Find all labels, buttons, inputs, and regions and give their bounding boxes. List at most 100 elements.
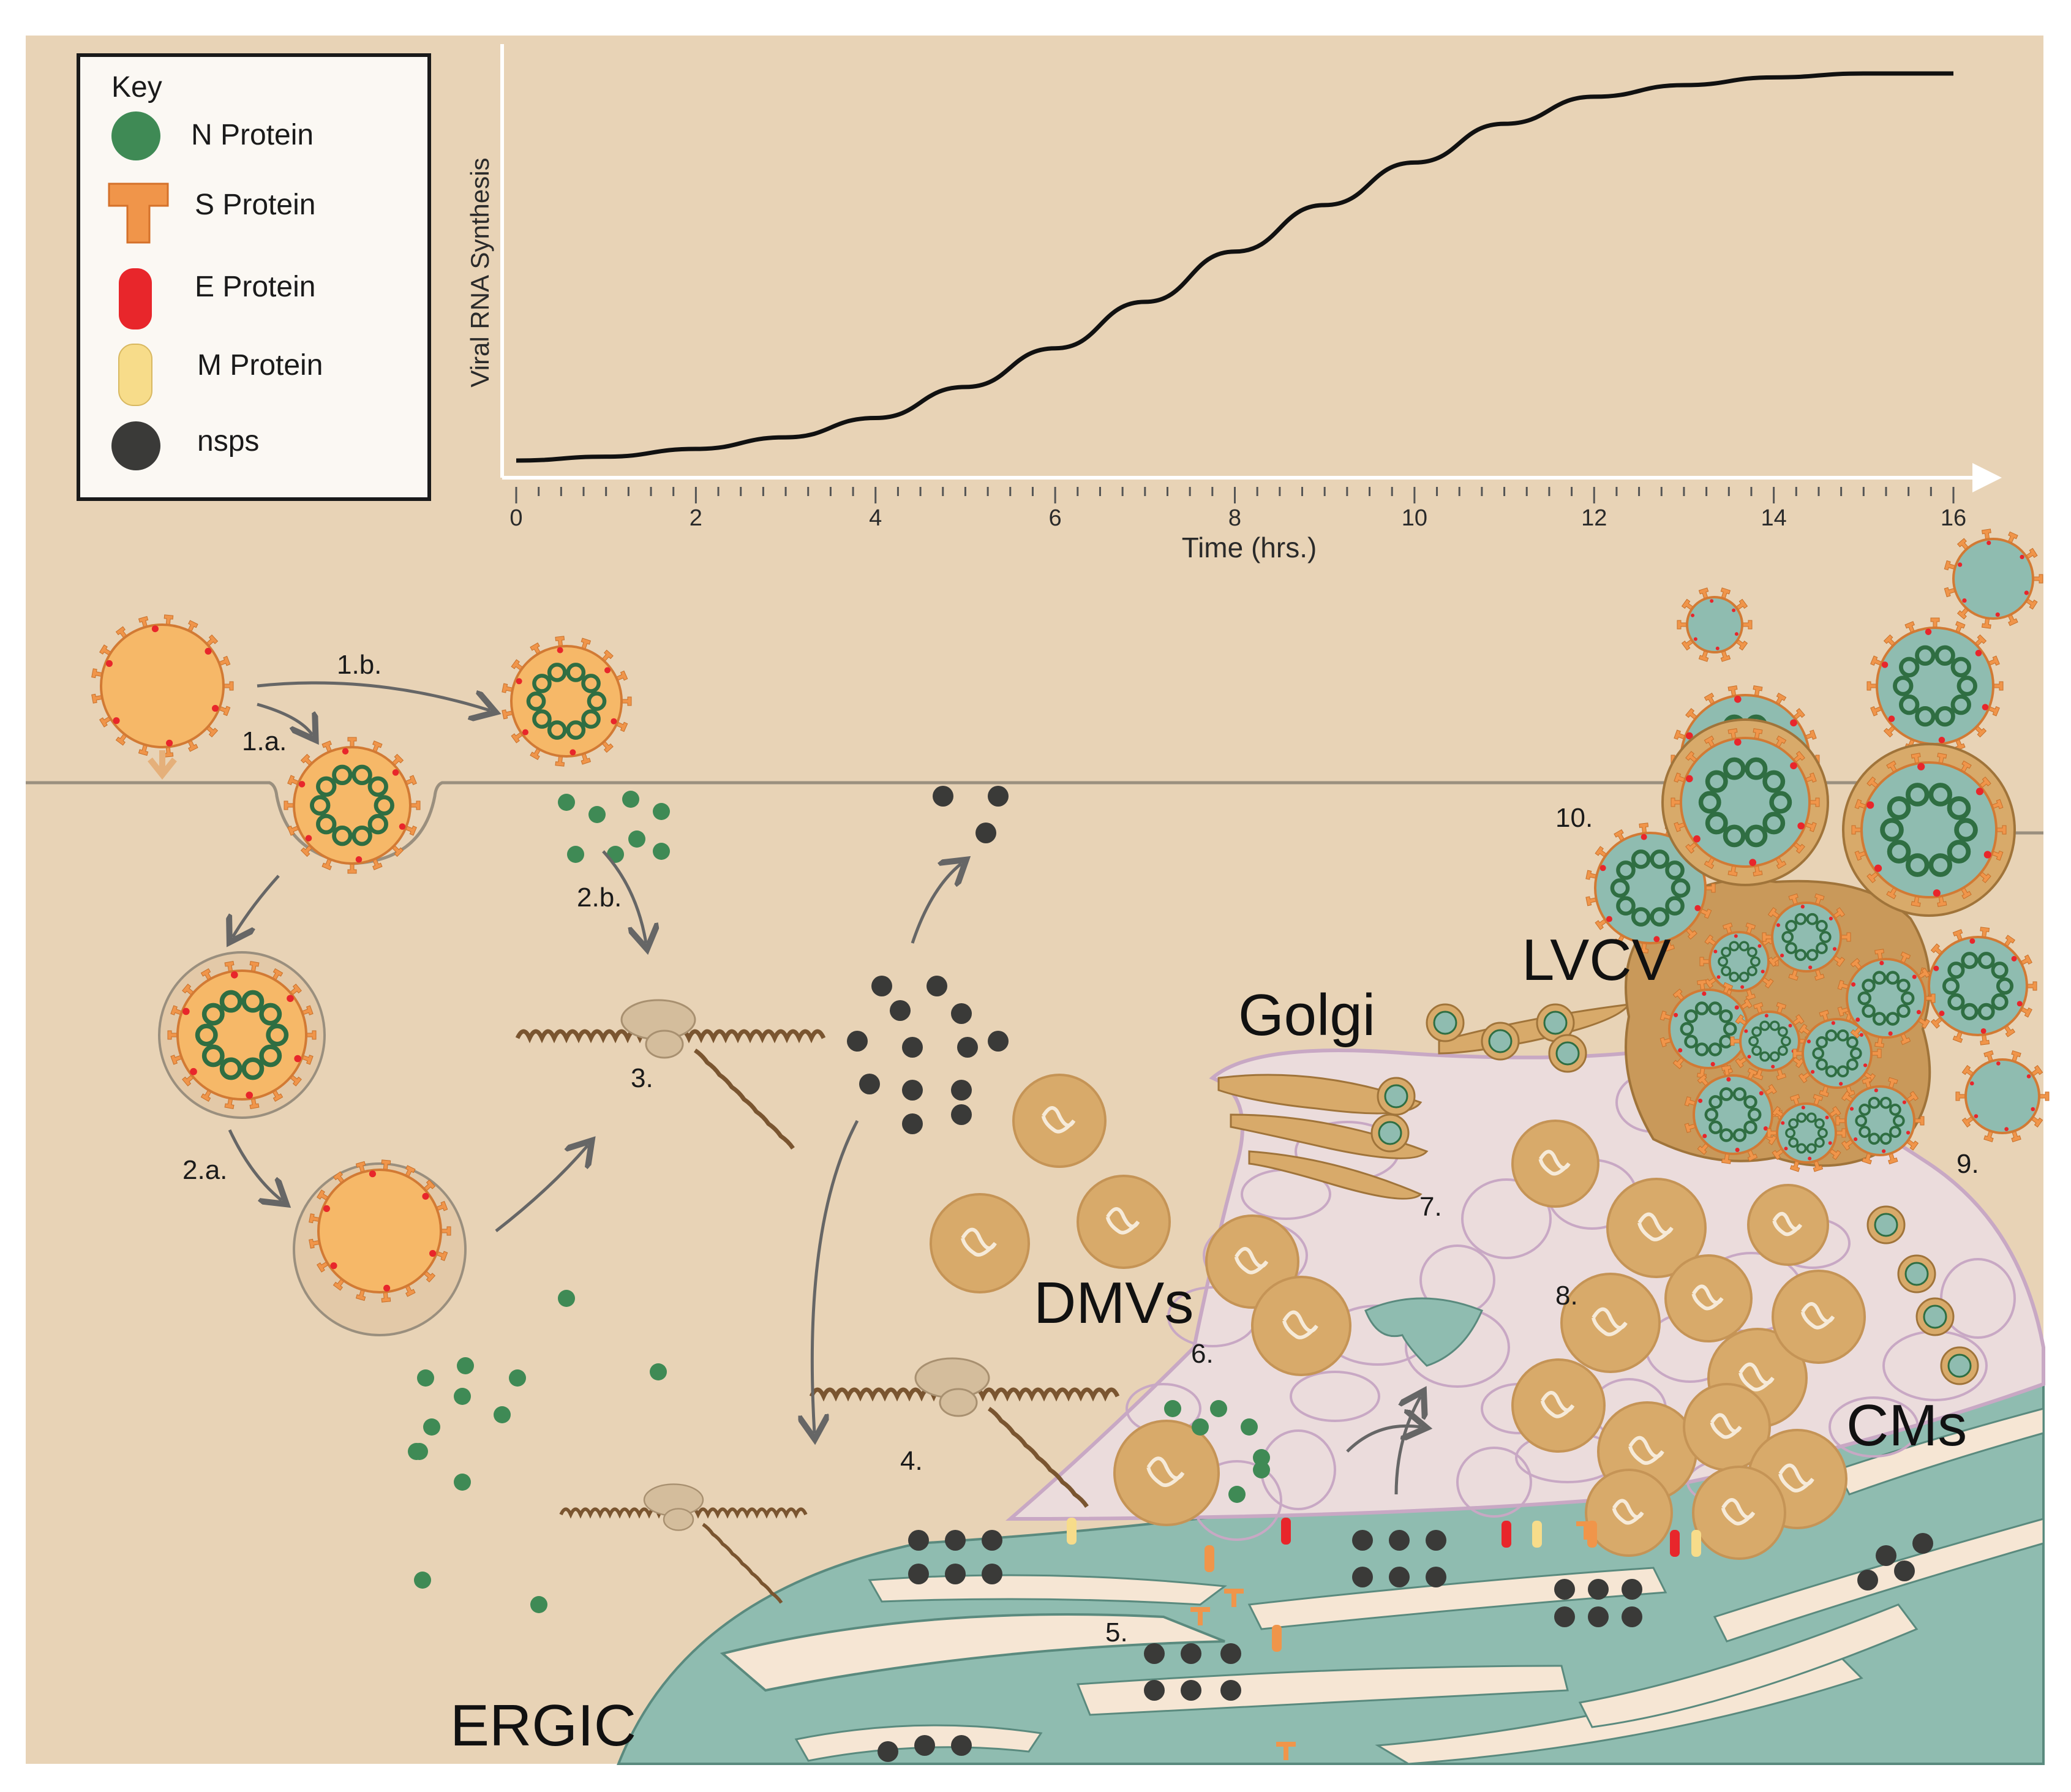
e-protein-dot xyxy=(1863,1063,1868,1067)
e-protein-dot xyxy=(205,647,212,655)
n-protein-rna-coil xyxy=(1785,920,1797,932)
virion xyxy=(1767,1094,1846,1172)
e-protein-dot xyxy=(611,718,617,725)
n-protein-rna-coil xyxy=(332,764,353,786)
nsps-particle xyxy=(951,1104,972,1125)
n-protein-rna-coil xyxy=(1762,811,1786,835)
n-protein-rna-coil xyxy=(1723,824,1746,848)
n-protein-rna-coil xyxy=(316,814,337,835)
label-lvcv: LVCV xyxy=(1522,927,1671,993)
membrane-protein xyxy=(1670,1530,1680,1557)
n-protein-rna-coil xyxy=(1732,1087,1747,1101)
virion-envelope xyxy=(1844,1085,1915,1156)
n-protein-rna-coil xyxy=(1954,818,1978,842)
e-protein-dot xyxy=(1882,1149,1886,1153)
e-protein-dot xyxy=(1975,788,1984,796)
e-protein-dot xyxy=(1744,1029,1748,1033)
virion xyxy=(1684,1065,1783,1164)
n-protein-particle xyxy=(1241,1418,1258,1436)
n-protein-rna-coil xyxy=(1705,811,1728,835)
n-protein-rna-coil xyxy=(1934,645,1955,666)
e-protein-dot xyxy=(298,781,306,788)
e-protein-dot xyxy=(1685,775,1693,783)
e-protein-dot xyxy=(1938,737,1945,744)
e-protein-dot xyxy=(1749,859,1757,867)
n-protein-rna-coil xyxy=(581,674,601,693)
nsps-icon xyxy=(111,421,160,470)
n-protein-particle xyxy=(558,794,575,811)
nsps-particle xyxy=(951,1735,972,1756)
x-tick-label: 6 xyxy=(1049,505,1062,531)
e-protein-dot xyxy=(1808,1156,1812,1161)
n-protein-rna-coil xyxy=(1977,952,1995,969)
n-protein-rna-coil xyxy=(1751,1026,1762,1037)
n-protein-rna-coil xyxy=(241,1057,265,1080)
ribosome-small-subunit xyxy=(645,1030,684,1059)
n-protein-rna-coil xyxy=(1719,1009,1733,1023)
n-protein-rna-coil xyxy=(1631,907,1651,927)
nsps-particle xyxy=(951,1080,972,1101)
n-protein-rna-coil xyxy=(259,1003,282,1026)
arrow-to-3 xyxy=(495,1145,588,1232)
dmv xyxy=(1251,1276,1351,1376)
e-protein-dot xyxy=(1713,949,1718,954)
nascent-virion xyxy=(1433,1011,1457,1035)
e-protein-dot xyxy=(246,1091,254,1099)
n-protein-rna-coil xyxy=(1748,1036,1759,1047)
virion xyxy=(1792,1009,1882,1097)
membrane-mesh-cell xyxy=(1461,1178,1552,1259)
nsps-particle xyxy=(1181,1643,1201,1664)
n-protein-rna-coil xyxy=(1947,962,1965,979)
step-2a: 2.a. xyxy=(182,1155,227,1185)
n-protein-rna-coil xyxy=(1616,896,1636,916)
n-protein-rna-coil xyxy=(1769,791,1792,814)
n-protein-rna-coil xyxy=(1816,920,1828,932)
n-protein-rna-coil xyxy=(1719,1128,1734,1142)
n-protein-rna-coil xyxy=(1905,853,1930,877)
arrow-2b xyxy=(602,850,646,943)
e-protein-dot xyxy=(1734,738,1742,746)
nsps-particle xyxy=(1554,1606,1575,1627)
e-protein-dot xyxy=(1874,864,1882,872)
virion xyxy=(1851,753,2007,907)
nascent-virion xyxy=(1555,1041,1580,1066)
n-protein-rna-coil xyxy=(1777,1026,1788,1037)
e-protein-dot xyxy=(1788,1023,1792,1028)
dmv xyxy=(1692,1466,1786,1560)
e-protein-dot xyxy=(1996,1061,2001,1066)
n-protein-rna-coil xyxy=(1610,878,1630,898)
n-protein-rna-coil xyxy=(259,1044,282,1067)
virion xyxy=(502,636,632,767)
e-protein-dot xyxy=(1962,598,1967,603)
n-protein-particle xyxy=(417,1369,434,1387)
membrane-mesh-cell xyxy=(1940,1258,2016,1339)
membrane-mesh-cell xyxy=(1456,1447,1532,1518)
n-protein-rna-coil xyxy=(1942,977,1960,995)
nsps-particle xyxy=(1622,1579,1642,1600)
n-protein-rna-coil xyxy=(1816,1036,1828,1048)
e-protein-dot xyxy=(1674,1012,1678,1017)
e-protein-dot xyxy=(1933,965,1939,971)
virion xyxy=(1677,587,1753,662)
e-protein-dot xyxy=(1781,1121,1785,1125)
virion xyxy=(1919,927,2037,1045)
e-protein-dot xyxy=(1849,1107,1854,1111)
n-protein-rna-coil xyxy=(1817,1128,1828,1139)
virion xyxy=(1955,1050,2050,1143)
nsps-particle xyxy=(890,1000,911,1021)
x-tick-label: 12 xyxy=(1581,505,1607,531)
n-protein-rna-coil xyxy=(1794,949,1807,962)
e-protein-dot xyxy=(2020,554,2024,560)
n-protein-rna-coil xyxy=(1704,1107,1719,1122)
e-protein-dot xyxy=(1879,960,1884,965)
step-7: 7. xyxy=(1419,1192,1442,1222)
n-protein-rna-coil xyxy=(1862,979,1876,993)
x-tick-label: 10 xyxy=(1402,505,1427,531)
x-tick-label: 14 xyxy=(1761,505,1786,531)
n-protein-rna-coil xyxy=(1849,1047,1862,1060)
n-protein-rna-coil xyxy=(1806,1112,1817,1123)
dmv xyxy=(1560,1273,1661,1373)
step-10: 10. xyxy=(1555,803,1593,833)
e-protein-dot xyxy=(287,995,294,1003)
n-protein-rna-coil xyxy=(1915,706,1936,727)
